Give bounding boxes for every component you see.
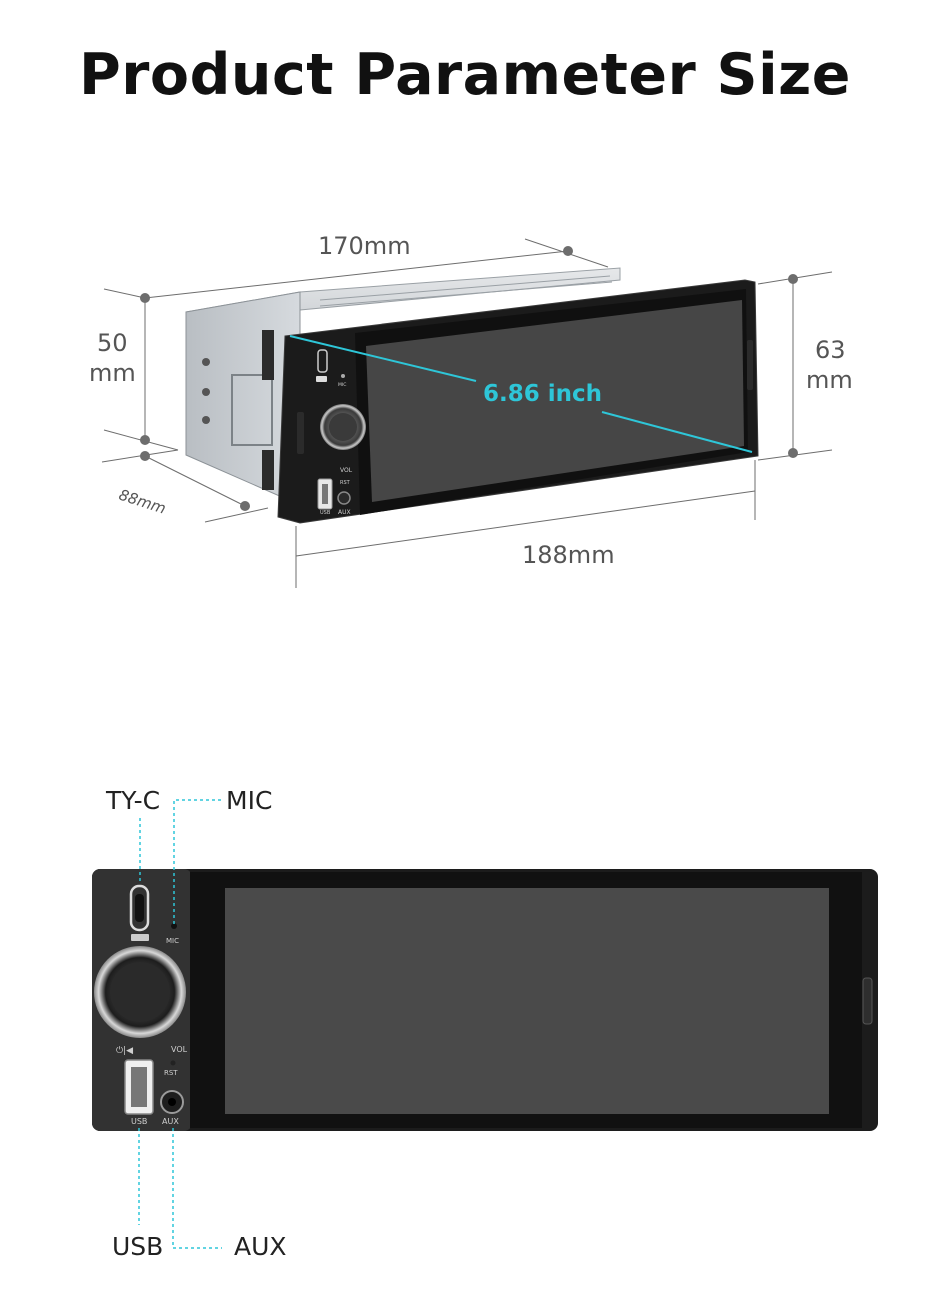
dimension-lines [101,238,833,588]
callout-lines [138,799,222,1249]
diagonal-line [289,335,753,453]
screen-diagonal: 6.86 inch [483,381,603,407]
port-label-aux: AUX [234,1232,287,1261]
front-aux-label: AUX [162,1117,179,1126]
mic-hole [171,923,177,929]
port-label-type-c: TY-C [106,786,161,815]
dim-front-width: 188mm [522,541,615,569]
iso-mic-label: MIC [338,382,346,388]
front-mic-label: MIC [166,937,179,945]
port-label-usb: USB [112,1232,164,1261]
usb-c-icon [131,934,149,941]
dim-right-height-unit: mm [806,366,853,394]
front-screen [225,888,829,1114]
front-vol-label: VOL [171,1045,188,1054]
page-title: Product Parameter Size [79,42,851,108]
dim-left-height-unit: mm [89,359,136,387]
front-view: MIC ⏻|◀ VOL RST USB AUX [92,869,878,1131]
type-c-port [129,884,150,932]
front-panel-iso: VOL RST USB AUX MIC [277,279,759,524]
front-rst-label: RST [164,1069,178,1077]
front-usb-label: USB [131,1117,147,1126]
iso-vol-label: VOL [340,467,353,474]
metal-chassis [185,267,621,506]
iso-rst-label: RST [340,480,351,486]
dim-top-width: 170mm [318,232,411,260]
power-mute-icon: ⏻|◀ [116,1045,133,1056]
iso-usb-label: USB [320,510,331,516]
dim-left-height-value: 50 [97,329,128,357]
dim-right-height-value: 63 [815,336,846,364]
port-label-mic: MIC [226,786,273,815]
iso-aux-label: AUX [338,509,351,516]
